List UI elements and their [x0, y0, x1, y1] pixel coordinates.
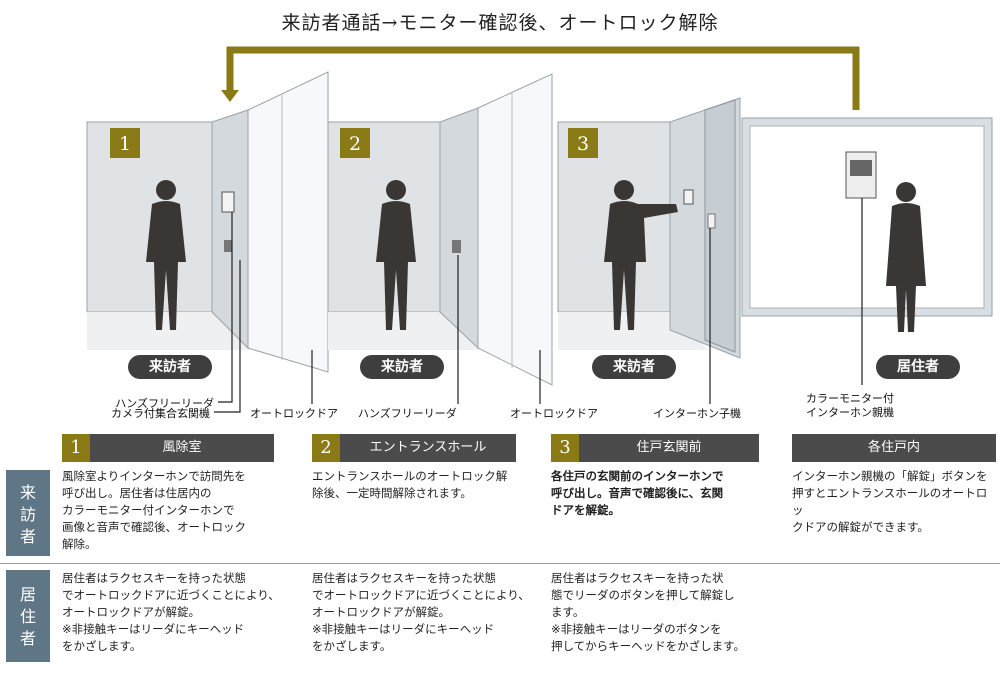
scene-number-1: 1	[119, 133, 131, 155]
row-divider	[0, 563, 1000, 564]
row-label-visitor-char: 来	[19, 483, 36, 502]
text-line: オートロックドアが解錠。	[312, 605, 450, 619]
label-handsfree-reader-1: ハンズフリーリーダ	[115, 397, 214, 410]
text-line: 押してからキーヘッドをかざします。	[551, 639, 746, 653]
text-line: 各住戸の玄関前のインターホンで	[551, 469, 724, 483]
section-header-2: 2 エントランスホール	[312, 434, 516, 462]
pill-visitor-2: 来訪者	[360, 355, 444, 379]
text-line: 画像と音声で確認後、オートロック	[62, 520, 246, 534]
text-line: エントランスホールのオートロック解	[312, 469, 508, 483]
text-line: 風除室よりインターホンで訪問先を	[62, 469, 246, 483]
visitor-figure-2	[376, 180, 416, 330]
text-line: 居住者はラクセスキーを持った状態	[312, 571, 496, 585]
text-line: 押すとエントランスホールのオートロッ	[792, 486, 988, 517]
visitor-text-1: 風除室よりインターホンで訪問先を 呼び出し。居住者は住居内の カラーモニター付イ…	[62, 468, 282, 553]
text-line: ※非接触キーはリーダにキーヘッド	[62, 622, 245, 636]
label-camera-entrance-unit: カメラ付集合玄関機	[111, 407, 210, 420]
resident-figure	[886, 182, 926, 332]
section-number-2: 2	[312, 434, 340, 462]
label-parent-unit-line2: インターホン親機	[806, 406, 894, 419]
label-parent-unit-line1: カラーモニター付	[806, 392, 894, 405]
flow-arrow-head	[221, 90, 239, 102]
section-header-3: 3 住戸玄関前	[551, 434, 759, 462]
text-line: ます。	[551, 605, 585, 619]
text-line: でオートロックドアに近づくことにより、	[312, 588, 530, 602]
text-line: オートロックドアが解錠。	[62, 605, 200, 619]
scene-number-boxes: 1 2 3	[110, 128, 598, 158]
label-autolock-door-1: オートロックドア	[250, 407, 338, 420]
text-line: 居住者はラクセスキーを持った状	[551, 571, 724, 585]
text-line: 態でリーダのボタンを押して解錠し	[551, 588, 735, 602]
text-line: でオートロックドアに近づくことにより、	[62, 588, 280, 602]
section-number-3: 3	[551, 434, 579, 462]
text-line: クドアの解錠ができます。	[792, 520, 929, 534]
text-line: カラーモニター付インターホンで	[62, 503, 235, 517]
visitor-figure-1	[146, 180, 186, 330]
resident-text-1: 居住者はラクセスキーを持った状態 でオートロックドアに近づくことにより、 オート…	[62, 570, 294, 655]
text-line: ドアを解錠。	[551, 503, 620, 517]
row-label-resident: 居 住 者	[6, 570, 50, 662]
row-label-visitor: 来 訪 者	[6, 470, 50, 556]
section-number-1: 1	[62, 434, 90, 462]
text-line: をかざします。	[312, 639, 392, 653]
scene-number-2: 2	[349, 133, 361, 155]
text-line: 呼び出し。音声で確認後に、玄関	[551, 486, 724, 500]
text-line: 呼び出し。居住者は住居内の	[62, 486, 212, 500]
scene-number-3: 3	[577, 133, 589, 155]
resident-text-2: 居住者はラクセスキーを持った状態 でオートロックドアに近づくことにより、 オート…	[312, 570, 544, 655]
section-header-4: 各住戸内	[792, 434, 996, 462]
text-line: ※非接触キーはリーダのボタンを	[551, 622, 722, 636]
label-autolock-door-2: オートロックドア	[510, 407, 598, 420]
row-label-resident-char: 住	[19, 607, 36, 626]
section-title-1: 風除室	[162, 440, 202, 455]
pill-visitor-1: 来訪者	[128, 355, 212, 379]
text-line: をかざします。	[62, 639, 142, 653]
section-header-1: 1 風除室	[62, 434, 274, 462]
section-title-2: エントランスホール	[369, 440, 487, 455]
row-label-resident-char: 者	[19, 629, 36, 648]
row-label-visitor-char: 者	[19, 527, 36, 546]
text-line: インターホン親機の「解錠」ボタンを	[792, 469, 988, 483]
entrance-illustration: 1 2 3	[86, 46, 993, 413]
scene-2-entrance-hall	[327, 73, 553, 386]
section-title-4: 各住戸内	[867, 440, 920, 455]
text-line: 居住者はラクセスキーを持った状態	[62, 571, 246, 585]
text-line: 除後、一定時間解除されます。	[312, 486, 472, 500]
leader-lines	[214, 198, 863, 413]
pill-resident: 居住者	[876, 355, 960, 379]
visitor-text-3: 各住戸の玄関前のインターホンで 呼び出し。音声で確認後に、玄関 ドアを解錠。	[551, 468, 771, 519]
resident-text-3: 居住者はラクセスキーを持った状 態でリーダのボタンを押して解錠し ます。 ※非接…	[551, 570, 783, 655]
person-figures	[146, 180, 926, 332]
visitor-text-2: エントランスホールのオートロック解 除後、一定時間解除されます。	[312, 468, 532, 502]
flow-arrow	[226, 46, 860, 110]
scene-1-vestibule	[86, 71, 329, 373]
row-label-visitor-char: 訪	[19, 505, 36, 524]
section-title-3: 住戸玄関前	[636, 440, 702, 455]
pill-visitor-3: 来訪者	[592, 355, 676, 379]
label-interphone-child: インターホン子機	[653, 407, 741, 420]
visitor-figure-3	[604, 180, 678, 330]
visitor-text-4: インターホン親機の「解錠」ボタンを 押すとエントランスホールのオートロッ クドア…	[792, 468, 998, 536]
diagram-title: 来訪者通話→モニター確認後、オートロック解除	[281, 12, 719, 34]
scene-4-residence	[741, 117, 993, 317]
label-handsfree-reader-2: ハンズフリーリーダ	[358, 407, 457, 420]
text-line: 解除。	[62, 537, 97, 551]
row-label-resident-char: 居	[19, 585, 36, 604]
text-line: ※非接触キーはリーダにキーヘッド	[312, 622, 495, 636]
